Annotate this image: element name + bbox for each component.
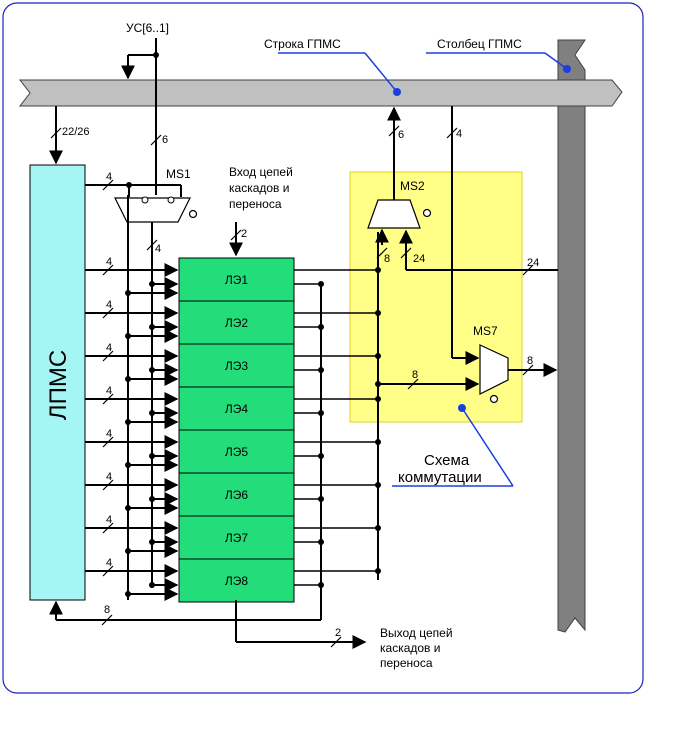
bus-width-le-in: 4: [106, 256, 112, 268]
bus-width-lpms-in: 22/26: [62, 126, 90, 138]
output-cascade-line1: Выход цепей: [380, 626, 453, 640]
bus-width-ms1-out: 4: [155, 243, 161, 255]
le-block-label: ЛЭ8: [225, 574, 249, 588]
bus-width-le-in: 4: [106, 514, 112, 526]
ms2-label: MS2: [400, 179, 425, 193]
bus-width-ms1-in: 4: [106, 171, 112, 183]
lpms-label: ЛПМС: [45, 350, 72, 420]
column-gpms-bar: [557, 39, 586, 633]
output-cascade-line3: переноса: [380, 656, 433, 670]
bus-width-feedback: 8: [104, 604, 110, 616]
ms1-mux: [114, 197, 191, 223]
bus-width-cascade-in: 2: [241, 228, 247, 240]
le-block: [178, 343, 295, 388]
bus-width-le-in: 4: [106, 299, 112, 311]
le-block: [178, 472, 295, 517]
input-cascade-line1: Вход цепей: [229, 165, 293, 179]
bus-width-le-in: 4: [106, 557, 112, 569]
le-block: [178, 515, 295, 560]
le-block-label: ЛЭ4: [225, 402, 249, 416]
row-gpms-callout-line: [364, 52, 398, 93]
le-block: [178, 386, 295, 431]
bus-width-row-to-ms7: 4: [456, 128, 462, 140]
lpms-block: [29, 164, 86, 601]
le-block: [178, 300, 295, 345]
bus-width-le-in: 4: [106, 385, 112, 397]
col-gpms-label: Столбец ГПМС: [437, 37, 522, 51]
bus-width-ms2-in-le: 8: [384, 253, 390, 265]
ms7-mux: [479, 344, 509, 395]
bus-width-ms2-out: 6: [398, 129, 404, 141]
output-cascade-line2: каскадов и: [380, 641, 440, 655]
bus-width-cascade-out: 2: [335, 627, 341, 639]
le-block: [178, 429, 295, 474]
bus-width-ms2-in-col: 24: [413, 253, 425, 265]
scheme-label-line2: коммутации: [398, 469, 482, 486]
row-gpms-bar: [18, 79, 623, 107]
us-label: УС[6..1]: [126, 21, 169, 35]
bus-width-le-in: 4: [106, 428, 112, 440]
bus-width-le-in: 4: [106, 471, 112, 483]
input-cascade-line3: переноса: [229, 197, 282, 211]
bus-width-col-tap: 24: [527, 257, 539, 269]
ms2-mux: [367, 199, 421, 229]
le-block-label: ЛЭ6: [225, 488, 249, 502]
le-block: [178, 257, 295, 302]
bus-width-us: 6: [162, 134, 168, 146]
input-cascade-line2: каскадов и: [229, 181, 289, 195]
ms7-label: MS7: [473, 324, 498, 338]
ms1-label: MS1: [166, 167, 191, 181]
le-block-label: ЛЭ3: [225, 359, 249, 373]
scheme-label-line1: Схема: [424, 452, 470, 469]
row-gpms-label: Строка ГПМС: [264, 37, 341, 51]
bus-width-ms7-out: 8: [527, 355, 533, 367]
bus-width-le-in: 4: [106, 342, 112, 354]
le-block-label: ЛЭ2: [225, 316, 249, 330]
le-block-label: ЛЭ1: [225, 273, 249, 287]
le-block-label: ЛЭ5: [225, 445, 249, 459]
le-block-label: ЛЭ7: [225, 531, 249, 545]
bus-width-ms7-in: 8: [412, 369, 418, 381]
